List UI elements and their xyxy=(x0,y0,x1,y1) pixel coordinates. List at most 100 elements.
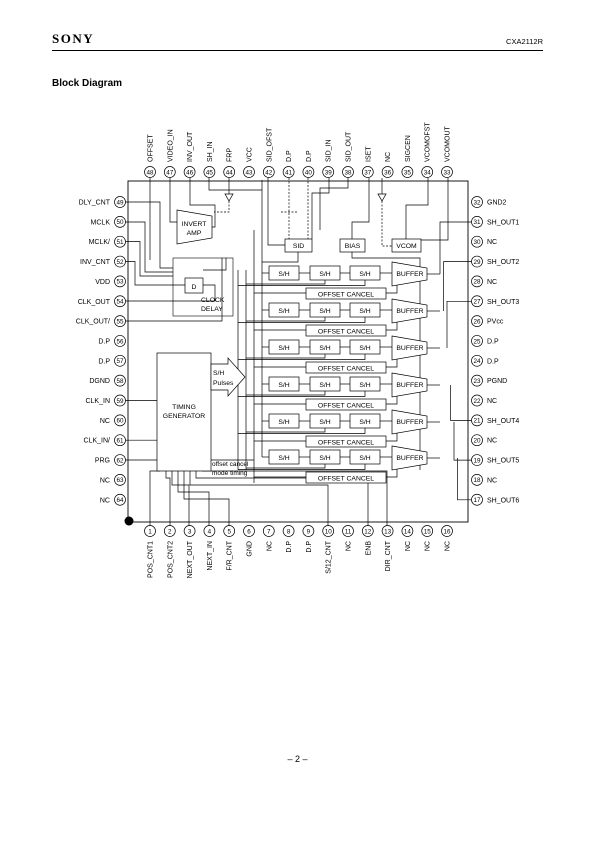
pin-circle xyxy=(223,166,236,178)
pin-number: 12 xyxy=(364,528,372,535)
offset-cancel-block xyxy=(305,471,387,484)
pin-label: NC xyxy=(266,541,273,551)
pin-number: 8 xyxy=(287,528,291,535)
sample-hold-label: S/H xyxy=(319,345,330,352)
wire xyxy=(189,178,216,228)
pin-label: D.P xyxy=(286,150,293,162)
pin-circle xyxy=(401,525,414,537)
delay-element xyxy=(184,277,204,294)
pin-label: D.P xyxy=(286,541,293,553)
pin-label: CLK_IN xyxy=(85,398,110,405)
wire xyxy=(319,178,349,230)
pin-number: 63 xyxy=(116,477,124,484)
wire xyxy=(238,428,366,434)
invert-amp-label: AMP xyxy=(187,230,202,237)
wire xyxy=(386,356,398,368)
vcom: VCOM xyxy=(391,238,422,253)
control-pin-wire xyxy=(165,471,171,526)
sample-hold-label: S/H xyxy=(278,308,289,315)
pin-label: NC xyxy=(425,541,432,551)
pin-circle xyxy=(183,166,196,178)
pin-number: 7 xyxy=(267,528,271,535)
pin-label: MCLK xyxy=(91,219,111,226)
pin-circle xyxy=(421,525,434,537)
pin-label: VDD xyxy=(95,279,110,286)
pin-number: 59 xyxy=(116,398,124,405)
pin-number: 29 xyxy=(473,259,481,266)
pin-label: INV_OUT xyxy=(187,131,194,162)
header-divider xyxy=(52,50,543,51)
control-pin-wire xyxy=(177,471,210,526)
offset-cancel-label: OFFSET CANCEL xyxy=(318,440,374,447)
pin-label: NC xyxy=(346,541,353,551)
pin-label: D.P xyxy=(306,150,313,162)
sample-hold-label: S/H xyxy=(278,419,289,426)
pin-number: 52 xyxy=(116,259,124,266)
pin-circle xyxy=(471,295,483,308)
pin-circle xyxy=(114,216,126,228)
pin-circle xyxy=(471,235,483,248)
control-pin-wire xyxy=(202,470,388,526)
sigcen-wire xyxy=(381,201,392,247)
package-body xyxy=(127,180,469,523)
sample-hold-block xyxy=(268,302,300,318)
pin-number: 3 xyxy=(188,528,192,535)
pin-circle xyxy=(471,216,483,228)
pin-label: DLY_CNT xyxy=(79,200,111,207)
sample-hold-block xyxy=(309,449,341,465)
pin-59: 59 CLK_IN xyxy=(85,394,126,407)
pin-label: SID_OUT xyxy=(346,131,353,162)
sample-hold-label: S/H xyxy=(319,271,330,278)
offset-timing-label: offset cancel xyxy=(212,461,249,468)
pin1-marker xyxy=(124,516,134,526)
wire xyxy=(238,317,366,323)
pin-circle xyxy=(114,374,126,387)
sample-hold-label: S/H xyxy=(359,345,370,352)
control-pin-wire xyxy=(189,471,329,526)
timing-generator-box xyxy=(156,352,212,472)
pin-label: CLK_IN/ xyxy=(84,438,111,445)
pin-number: 14 xyxy=(404,528,412,535)
sample-hold-label: S/H xyxy=(319,419,330,426)
pin-number: 57 xyxy=(116,358,124,365)
sample-hold-label: S/H xyxy=(319,455,330,462)
pin-number: 10 xyxy=(325,528,333,535)
pin-label: SIGCEN xyxy=(405,135,412,162)
pin-circle xyxy=(183,525,196,537)
sample-hold-label: S/H xyxy=(359,382,370,389)
ic-package-outline xyxy=(124,180,469,526)
wire xyxy=(169,178,177,223)
pin-label: SID_IN xyxy=(326,139,333,162)
wire xyxy=(246,464,326,469)
pin-number: 4 xyxy=(208,528,212,535)
pin-number: 25 xyxy=(473,338,481,345)
pin-5: 5F/R_CNT xyxy=(223,525,236,571)
offset-timing-label: mode timing xyxy=(212,470,248,477)
pin-label: NC xyxy=(487,239,497,246)
pin-circle xyxy=(114,235,126,248)
pin-number: 51 xyxy=(116,239,124,246)
pin-circle xyxy=(114,196,126,208)
pin-label: POS_CNT1 xyxy=(148,541,155,578)
clock-delay-label: DELAY xyxy=(201,306,223,313)
pin-number: 27 xyxy=(473,299,481,306)
pin-circle xyxy=(114,394,126,407)
pin-label: SID_OFST xyxy=(266,127,273,162)
pin-circle xyxy=(471,493,483,506)
pin-label: SH_OUT6 xyxy=(487,497,519,504)
wire xyxy=(246,280,326,285)
offset-cancel-label: OFFSET CANCEL xyxy=(318,476,374,483)
pin-circle xyxy=(401,166,414,178)
